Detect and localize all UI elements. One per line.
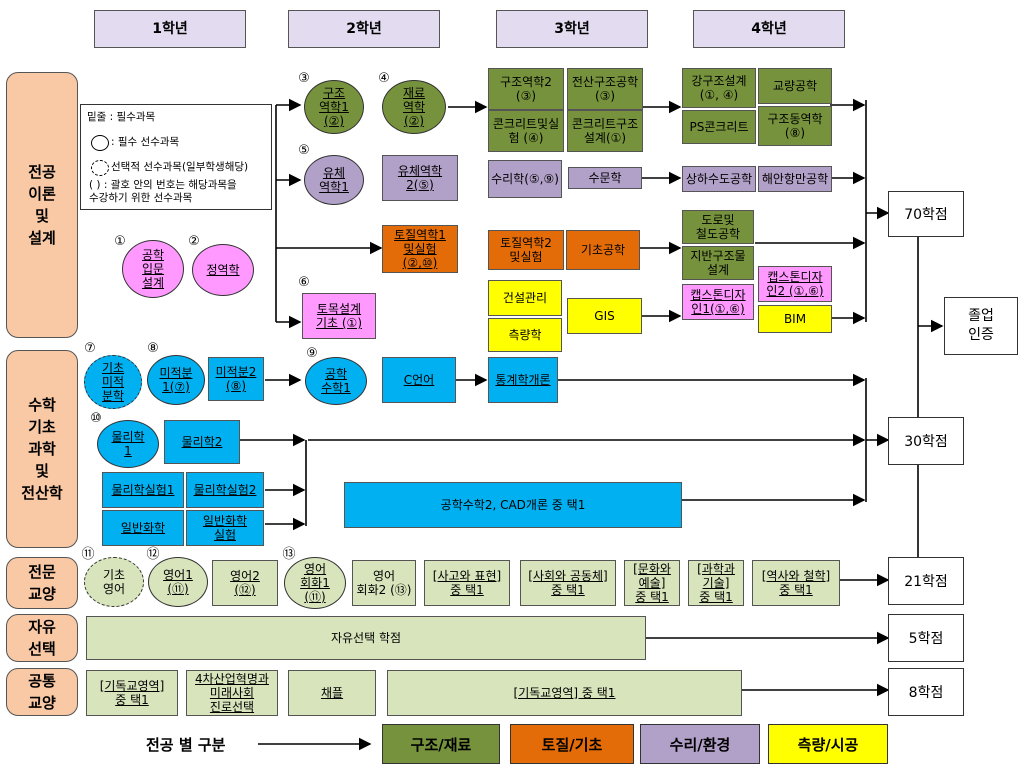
course-calculus-2[interactable]: 미적분2 (⑧): [208, 357, 264, 401]
dashed-circle-icon: [91, 160, 109, 176]
marker-12: ⑫: [146, 547, 160, 562]
category-liberal: 전문 교양: [6, 557, 78, 609]
course-christian-area-2[interactable]: [기독교영역] 중 택1: [387, 670, 742, 716]
course-engineering-math-2-cad[interactable]: 공학수학2, CAD개론 중 택1: [344, 482, 682, 528]
course-english-1[interactable]: 영어1 (⑪): [148, 557, 208, 607]
course-civil-design-basics[interactable]: 토목설계 기초 (①): [302, 293, 376, 339]
marker-7: ⑦: [84, 341, 96, 356]
course-general-chemistry[interactable]: 일반화학: [102, 510, 184, 546]
course-gis[interactable]: GIS: [567, 298, 642, 334]
course-hydraulics[interactable]: 수리학(⑤,⑨): [488, 160, 562, 198]
legend-soil: 토질/기초: [510, 724, 634, 764]
course-general-chemistry-lab[interactable]: 일반화학 실험: [186, 510, 264, 546]
legend-label: 전공 별 구분: [146, 736, 226, 754]
course-steel-structure-design[interactable]: 강구조설계 (①, ④): [682, 68, 756, 108]
course-fluid-mechanics-1[interactable]: 유체 역학1: [304, 155, 364, 205]
category-free: 자유 선택: [6, 614, 78, 662]
course-structural-mechanics-1[interactable]: 구조 역학1 (②): [304, 80, 364, 134]
course-fluid-mechanics-2[interactable]: 유체역학 2(⑤): [382, 155, 458, 201]
marker-4: ④: [378, 71, 390, 86]
course-computational-structures[interactable]: 전산구조공학 (③): [567, 68, 643, 110]
category-common: 공통 교양: [6, 668, 78, 716]
year-header-3: 3학년: [496, 10, 648, 48]
marker-3: ③: [298, 71, 310, 86]
course-physics-lab-1[interactable]: 물리학실험1: [102, 472, 184, 508]
course-english-2[interactable]: 영어2 (⑫): [212, 560, 278, 606]
marker-1: ①: [114, 234, 126, 249]
credit-30: 30학점: [888, 417, 964, 465]
course-chapel[interactable]: 채플: [288, 670, 376, 716]
course-material-mechanics[interactable]: 재료 역학 (②): [382, 80, 446, 134]
course-physics-2[interactable]: 물리학2: [164, 420, 240, 464]
course-soil-mechanics-2[interactable]: 토질역학2 및실험: [488, 230, 564, 270]
legend-hydro: 수리/환경: [640, 724, 760, 764]
course-road-railway-engineering[interactable]: 도로및 철도공학: [682, 210, 754, 244]
legend-structure: 구조/재료: [382, 724, 500, 764]
course-coastal-port-engineering[interactable]: 해안항만공학: [758, 166, 832, 192]
year-header-2: 2학년: [288, 10, 440, 48]
marker-10: ⑩: [90, 411, 102, 426]
course-history-philosophy[interactable]: [역사와 철학] 중 택1: [752, 560, 840, 606]
course-calculus-1[interactable]: 미적분 1(⑦): [147, 355, 205, 405]
course-english-conversation-1[interactable]: 영어 회화1 (⑪): [284, 557, 346, 609]
course-prestressed-concrete[interactable]: PS콘크리트: [682, 110, 756, 144]
course-intro-engineering-design[interactable]: 공학 입문 설계: [122, 240, 184, 298]
course-statistics[interactable]: 통계학개론: [488, 357, 558, 403]
marker-8: ⑧: [147, 341, 159, 356]
legend-note-paren: ( ) : 괄호 안의 번호는 해당과목을 수강하기 위한 선수과목: [89, 179, 237, 204]
marker-9: ⑨: [306, 346, 318, 361]
marker-13: ⑬: [282, 547, 296, 562]
course-fourth-industrial-revolution[interactable]: 4차산업혁명과 미래사회 진로선택: [186, 670, 278, 716]
course-concrete-structural-design[interactable]: 콘크리트구조 설계(①): [567, 110, 643, 152]
marker-11: ⑪: [81, 547, 95, 562]
graduation-certification: 졸업 인증: [944, 297, 1018, 355]
credit-70: 70학점: [888, 191, 964, 237]
course-capstone-design-2[interactable]: 캡스톤디자 인2 (①,⑥): [758, 266, 832, 302]
course-physics-lab-2[interactable]: 물리학실험2: [186, 472, 264, 508]
course-basic-calculus[interactable]: 기초 미적 분학: [84, 355, 142, 409]
course-basic-english[interactable]: 기초 영어: [84, 557, 144, 607]
course-hydrology[interactable]: 수문학: [568, 167, 642, 189]
credit-8: 8학점: [888, 668, 964, 716]
solid-circle-icon: [91, 135, 109, 151]
course-construction-management[interactable]: 건설관리: [488, 280, 562, 316]
course-surveying[interactable]: 측량학: [488, 318, 562, 352]
course-thinking-expression[interactable]: [사고와 표현] 중 택1: [424, 560, 510, 606]
course-science-technology[interactable]: [과학과 기술] 중 택1: [688, 560, 744, 606]
legend-note: 밑줄 : 필수과목 : 필수 선수과목 선택적 선수과목(일부학생해당) ( )…: [80, 104, 272, 210]
year-header-4: 4학년: [693, 10, 845, 48]
course-bim[interactable]: BIM: [758, 305, 832, 333]
course-geotechnical-structure-design[interactable]: 지반구조물 설계: [682, 246, 754, 280]
course-statics[interactable]: 정역학: [192, 244, 254, 296]
course-english-conversation-2[interactable]: 영어 회화2 (⑬): [352, 560, 416, 606]
course-free-elective[interactable]: 자유선택 학점: [86, 616, 646, 660]
course-christian-area-1[interactable]: [기독교영역] 중 택1: [86, 670, 178, 716]
marker-5: ⑤: [298, 143, 310, 158]
legend-note-solid: : 필수 선수과목: [111, 136, 180, 148]
course-c-language[interactable]: C언어: [382, 357, 456, 403]
legend-survey: 측량/시공: [768, 724, 888, 764]
marker-6: ⑥: [298, 275, 310, 290]
course-engineering-math-1[interactable]: 공학 수학1: [305, 357, 367, 405]
course-soil-mechanics-1[interactable]: 토질역학1 및실험 (②,⑩): [382, 225, 458, 273]
course-capstone-design-1[interactable]: 캡스톤디자 인1(①,⑥): [682, 284, 754, 320]
course-structural-mechanics-2[interactable]: 구조역학2 (③): [488, 68, 564, 110]
course-concrete-lab[interactable]: 콘크리트및실 험 (④): [488, 110, 564, 152]
year-header-1: 1학년: [94, 10, 246, 48]
course-foundation-engineering[interactable]: 기초공학: [566, 230, 640, 270]
course-water-supply-sewerage[interactable]: 상하수도공학: [682, 166, 756, 192]
category-math: 수학 기초 과학 및 전산학: [6, 350, 78, 548]
course-bridge-engineering[interactable]: 교량공학: [758, 68, 832, 104]
course-physics-1[interactable]: 물리학 1: [97, 420, 159, 468]
marker-2: ②: [188, 234, 200, 249]
course-culture-arts[interactable]: [문화와 예술] 중 택1: [624, 560, 680, 606]
legend-note-dashed: 선택적 선수과목(일부학생해당): [111, 161, 249, 173]
category-major: 전공 이론 및 설계: [6, 72, 78, 338]
course-society-community[interactable]: [사회와 공동체] 중 택1: [520, 560, 616, 606]
legend-note-title: 밑줄 : 필수과목: [87, 111, 156, 123]
course-structural-dynamics[interactable]: 구조동역학 (⑧): [758, 106, 832, 146]
credit-5: 5학점: [888, 614, 964, 662]
credit-21: 21학점: [888, 557, 964, 605]
